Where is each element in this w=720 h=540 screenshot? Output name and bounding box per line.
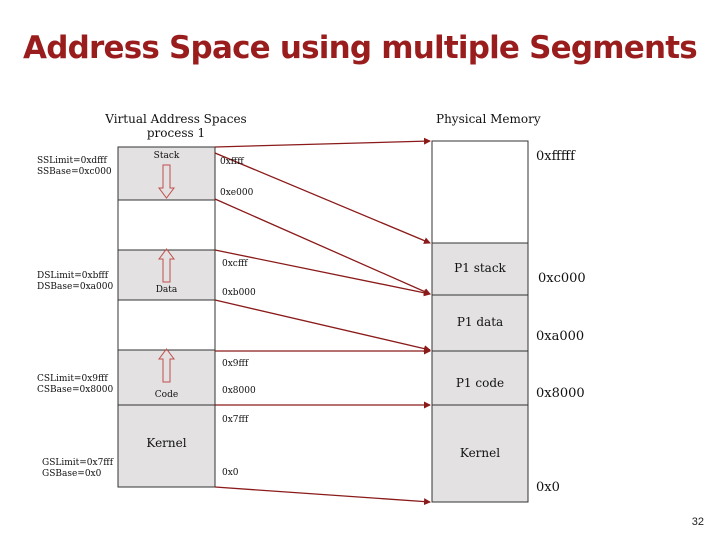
ds-limit-label: DSLimit=0xbfff bbox=[37, 271, 109, 281]
code-growth-up-arrow bbox=[158, 348, 175, 383]
mapping-arrow bbox=[214, 152, 431, 244]
vaddr-0x8000: 0x8000 bbox=[222, 386, 256, 396]
virtual-heading-line1: Virtual Address Spaces bbox=[105, 112, 247, 126]
mapping-arrow bbox=[214, 486, 431, 506]
paddr-0xfffff: 0xfffff bbox=[536, 149, 575, 164]
mapping-arrow bbox=[214, 137, 431, 148]
physical-stack-label: P1 stack bbox=[454, 261, 506, 275]
vaddr-0xe000: 0xe000 bbox=[220, 188, 254, 198]
ss-limit-label: SSLimit=0xdfff bbox=[37, 156, 107, 166]
virtual-heading-line2: process 1 bbox=[146, 126, 206, 140]
data-segment-registers: DSLimit=0xbfff DSBase=0xa000 bbox=[37, 271, 113, 293]
paddr-0x8000: 0x8000 bbox=[536, 386, 585, 401]
physical-p1-stack bbox=[431, 242, 529, 296]
kernel-segment-registers: GSLimit=0x7fff GSBase=0x0 bbox=[42, 458, 113, 480]
virtual-data-label: Data bbox=[155, 285, 178, 295]
paddr-0xc000: 0xc000 bbox=[538, 271, 586, 286]
mapping-arrow bbox=[214, 249, 431, 297]
physical-kernel bbox=[431, 404, 529, 503]
virtual-code-label: Code bbox=[154, 390, 179, 400]
ds-base-label: DSBase=0xa000 bbox=[37, 282, 114, 292]
gs-base-label: GSBase=0x0 bbox=[42, 469, 102, 479]
mapping-arrow bbox=[214, 299, 431, 353]
vaddr-0xb000: 0xb000 bbox=[222, 288, 256, 298]
physical-code-label: P1 code bbox=[455, 376, 505, 390]
physical-heading: Physical Memory bbox=[436, 112, 541, 126]
vaddr-0xcfff: 0xcfff bbox=[222, 259, 248, 269]
physical-p1-data bbox=[431, 294, 529, 352]
ss-base-label: SSBase=0xc000 bbox=[37, 167, 112, 177]
virtual-stack-segment bbox=[117, 146, 216, 201]
virtual-kernel-label: Kernel bbox=[146, 436, 187, 450]
cs-limit-label: CSLimit=0x9fff bbox=[37, 374, 108, 384]
paddr-0xa000: 0xa000 bbox=[536, 329, 585, 344]
vaddr-0x0: 0x0 bbox=[222, 468, 239, 478]
virtual-heading: Virtual Address Spaces process 1 bbox=[96, 112, 256, 140]
cs-base-label: CSBase=0x8000 bbox=[37, 385, 114, 395]
page-number: 32 bbox=[691, 516, 704, 528]
mapping-arrow bbox=[214, 198, 431, 295]
virtual-stack-label: Stack bbox=[153, 151, 180, 161]
data-growth-up-arrow bbox=[158, 248, 175, 283]
virtual-kernel-segment bbox=[117, 404, 216, 488]
stack-segment-registers: SSLimit=0xdfff SSBase=0xc000 bbox=[37, 156, 112, 178]
physical-data-label: P1 data bbox=[456, 315, 504, 329]
vaddr-0x9fff: 0x9fff bbox=[222, 359, 249, 369]
vaddr-0xffff: 0xffff bbox=[220, 157, 244, 167]
virtual-data-segment bbox=[117, 249, 216, 301]
physical-kernel-label: Kernel bbox=[459, 446, 501, 460]
code-segment-registers: CSLimit=0x9fff CSBase=0x8000 bbox=[37, 374, 113, 396]
page-title: Address Space using multiple Segments bbox=[23, 30, 698, 66]
vaddr-0x7fff: 0x7fff bbox=[222, 415, 249, 425]
stack-growth-down-arrow bbox=[158, 164, 175, 199]
gs-limit-label: GSLimit=0x7fff bbox=[42, 458, 114, 468]
paddr-0x0: 0x0 bbox=[536, 480, 560, 495]
